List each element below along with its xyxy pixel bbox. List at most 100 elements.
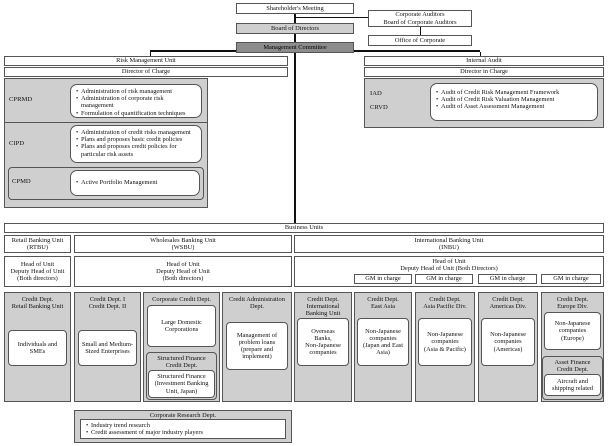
crvd-label: CRVD — [370, 104, 388, 111]
inbu-title: International Banking Unit (INBU) — [414, 236, 484, 251]
corp-clients: Large Domestic Corporations — [161, 318, 202, 333]
large-corp-box: Large Domestic Corporations — [147, 305, 216, 347]
spine-line — [294, 9, 296, 223]
ia-duties: Audit of Credit Risk Management Framewor… — [430, 83, 598, 121]
gm-in-charge-box: GM in charge — [415, 274, 473, 284]
ia-director: Director in Charge — [460, 68, 508, 76]
aircraft-shipping-box: Aircraft and shipping related — [544, 374, 601, 396]
wsbu-dept1: Credit Dept. I Credit Dept. II — [88, 296, 127, 311]
inbu-asiapac-clients-box: Non-Japanese companies (Asia & Pacific) — [418, 318, 472, 366]
gm-label: GM in charge — [553, 275, 589, 283]
inbu-dept-name: Credit Dept. East Asia — [367, 296, 399, 311]
wsbu-sme-clients: Small and Medium- Sized Enterprises — [81, 340, 134, 355]
cprmd-item: Administration of corporate risk managem… — [76, 95, 197, 109]
rtbu-clients-box: Individuals and SMEs — [8, 330, 67, 366]
rtbu-clients: Individuals and SMEs — [17, 340, 58, 355]
inbu-clients: Overseas Banks, Non-Japanese companies — [305, 327, 341, 357]
cipd-item: Plans and proposes credit policies for p… — [76, 143, 197, 157]
corporate-auditors-box: Corporate Auditors Board of Corporate Au… — [368, 10, 472, 27]
inbu-intl-clients-box: Overseas Banks, Non-Japanese companies — [297, 318, 349, 366]
cipd-item: Administration of credit risks managemen… — [76, 129, 197, 136]
cipd-duties: Administration of credit risks managemen… — [70, 125, 202, 163]
rtbu-title: Retail Banking Unit (RTBU) — [11, 236, 64, 251]
cpmd-item: Active Portfolio Management — [76, 179, 157, 186]
inbu-eastasia-clients-box: Non-Japanese companies (Japan and East A… — [357, 318, 409, 366]
cipd-item: Plans and proposes basic credit policies — [76, 136, 197, 143]
research-list: Industry trend research Credit assessmen… — [85, 422, 203, 437]
research-item: Industry trend research — [86, 422, 203, 429]
ia-director-box: Director in Charge — [364, 67, 604, 77]
wsbu-head-box: Head of Unit Deputy Head of Unit (Both d… — [74, 256, 292, 287]
board-of-directors-box: Board of Directors — [236, 23, 354, 34]
bu-title: Business Units — [284, 224, 324, 232]
business-units-header: Business Units — [4, 223, 604, 233]
cipd-list: Administration of credit risks managemen… — [75, 129, 197, 158]
gm-label: GM in charge — [426, 275, 462, 283]
corp-dept: Corporate Credit Dept. — [152, 296, 211, 303]
inbu-clients: Non-Japanese companies (Europe) — [554, 320, 591, 342]
auditor-connector — [296, 17, 368, 18]
rtbu-header: Retail Banking Unit (RTBU) — [4, 235, 71, 253]
cpmd-list: Active Portfolio Management — [75, 179, 157, 186]
gm-in-charge-box: GM in charge — [354, 274, 412, 284]
admin-clients: Management of problem loans (prepare and… — [236, 331, 278, 361]
research-title: Corporate Research Dept. — [149, 412, 217, 419]
shareholders-label: Shareholder's Meeting — [266, 4, 324, 12]
ia-drop — [480, 52, 481, 56]
inbu-header: International Banking Unit (INBU) — [294, 235, 604, 253]
internal-audit-header: Internal Audit — [364, 56, 604, 66]
ia-item: Audit of Credit Risk Valuation Managemen… — [436, 96, 559, 103]
gm-in-charge-box: GM in charge — [478, 274, 537, 284]
rmu-drop — [150, 52, 151, 56]
wsbu-header: Wholesales Banking Unit (WSBU) — [74, 235, 292, 253]
inbu-dept-name: Credit Dept. Americas Div. — [489, 296, 527, 311]
management-label: Management Committee — [263, 43, 327, 51]
inbu-clients: Non-Japanese companies (Americas) — [490, 331, 526, 353]
structured-finance-box: Structured Finance (Investment Banking U… — [148, 370, 215, 398]
cprmd-duties: Administration of risk management Admini… — [70, 84, 202, 118]
inbu-americas-clients-box: Non-Japanese companies (Americas) — [481, 318, 535, 366]
iad-label: IAD — [370, 90, 382, 97]
wsbu-title: Wholesales Banking Unit (WSBU) — [150, 236, 216, 251]
af-clients: Aircraft and shipping related — [552, 377, 593, 392]
inbu-dept-name: Credit Dept. Europe Div. — [556, 296, 589, 311]
cpmd-label: CPMD — [12, 178, 31, 185]
inbu-head: Head of Unit Deputy Head of Unit (Both D… — [400, 258, 498, 273]
shareholders-meeting-box: Shareholder's Meeting — [236, 3, 354, 14]
inbu-clients: Non-Japanese companies (Asia & Pacific) — [424, 331, 466, 353]
cipd-label: CIPD — [9, 140, 25, 147]
af-dept: Asset Finance Credit Dept. — [554, 359, 591, 374]
cprmd-item: Formulation of quantification techniques — [76, 110, 197, 117]
rmu-title: Risk Management Unit — [116, 57, 176, 65]
cprmd-item: Administration of risk management — [76, 88, 197, 95]
management-committee-box: Management Committee — [236, 42, 354, 53]
gm-label: GM in charge — [489, 275, 526, 283]
inbu-clients: Non-Japanese companies (Japan and East A… — [362, 327, 404, 357]
rtbu-head-box: Head of Unit Deputy Head of Unit (Both d… — [4, 256, 71, 287]
admin-dept: Credit Administration Dept. — [229, 296, 285, 311]
rtbu-head: Head of Unit Deputy Head of Unit (Both d… — [10, 260, 65, 283]
gm-in-charge-box: GM in charge — [541, 274, 601, 284]
inbu-dept-name: Credit Dept. International Banking Unit — [305, 296, 341, 318]
wsbu-sme-box: Small and Medium- Sized Enterprises — [78, 330, 137, 366]
sf-dept: Structured Finance Credit Dept. — [157, 355, 206, 370]
gm-label: GM in charge — [365, 275, 401, 283]
ia-list: Audit of Credit Risk Management Framewor… — [435, 89, 559, 111]
cprmd-list: Administration of risk management Admini… — [75, 88, 197, 117]
office-connector — [420, 27, 421, 35]
office-label: Office of Corporate — [394, 36, 446, 44]
cprmd-label: CPRMD — [9, 96, 33, 103]
rtbu-dept: Credit Dept. Retail Banking Unit — [11, 296, 64, 311]
auditors-label: Corporate Auditors Board of Corporate Au… — [383, 11, 457, 26]
ia-title: Internal Audit — [466, 57, 502, 65]
sf-clients: Structured Finance (Investment Banking U… — [154, 373, 209, 395]
research-item: Credit assessment of major industry play… — [86, 429, 203, 436]
rmu-director-box: Director of Charge — [4, 67, 288, 77]
wsbu-head: Head of Unit Deputy Head of Unit (Both d… — [156, 260, 210, 283]
ia-item: Audit of Credit Risk Management Framewor… — [436, 89, 559, 96]
research-duties: Industry trend research Credit assessmen… — [80, 419, 286, 439]
board-label: Board of Directors — [271, 24, 319, 32]
inbu-europe-clients-box: Non-Japanese companies (Europe) — [544, 312, 601, 350]
problem-loans-box: Management of problem loans (prepare and… — [226, 322, 288, 370]
ia-item: Audit of Asset Assessment Management — [436, 103, 559, 110]
